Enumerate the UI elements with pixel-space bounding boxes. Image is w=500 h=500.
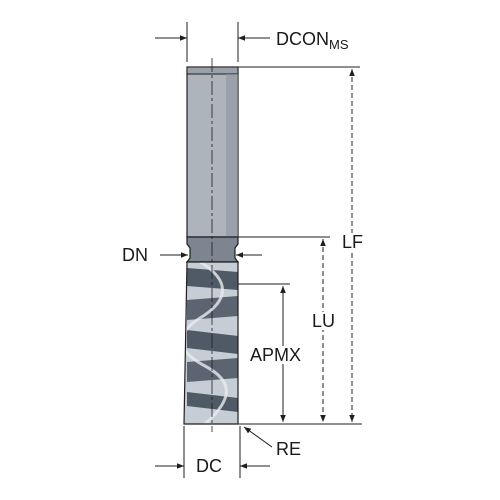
dcon-label-subscript: MS (329, 37, 349, 52)
dcon-label-text: DCON (276, 29, 329, 49)
shank-chamfer (186, 66, 239, 75)
apmx-label: APMX (248, 345, 304, 365)
lf-label: LF (340, 232, 366, 252)
tool-flutes (184, 262, 238, 424)
tool-neck (185, 236, 240, 263)
lu-label: LU (310, 311, 338, 331)
shank-shadow (226, 74, 238, 237)
dn-label: DN (122, 245, 148, 265)
re-label: RE (276, 439, 302, 459)
dcon-ms-label: DCONMS (276, 30, 349, 51)
dc-label: DC (196, 456, 222, 476)
re-leader (243, 426, 273, 448)
